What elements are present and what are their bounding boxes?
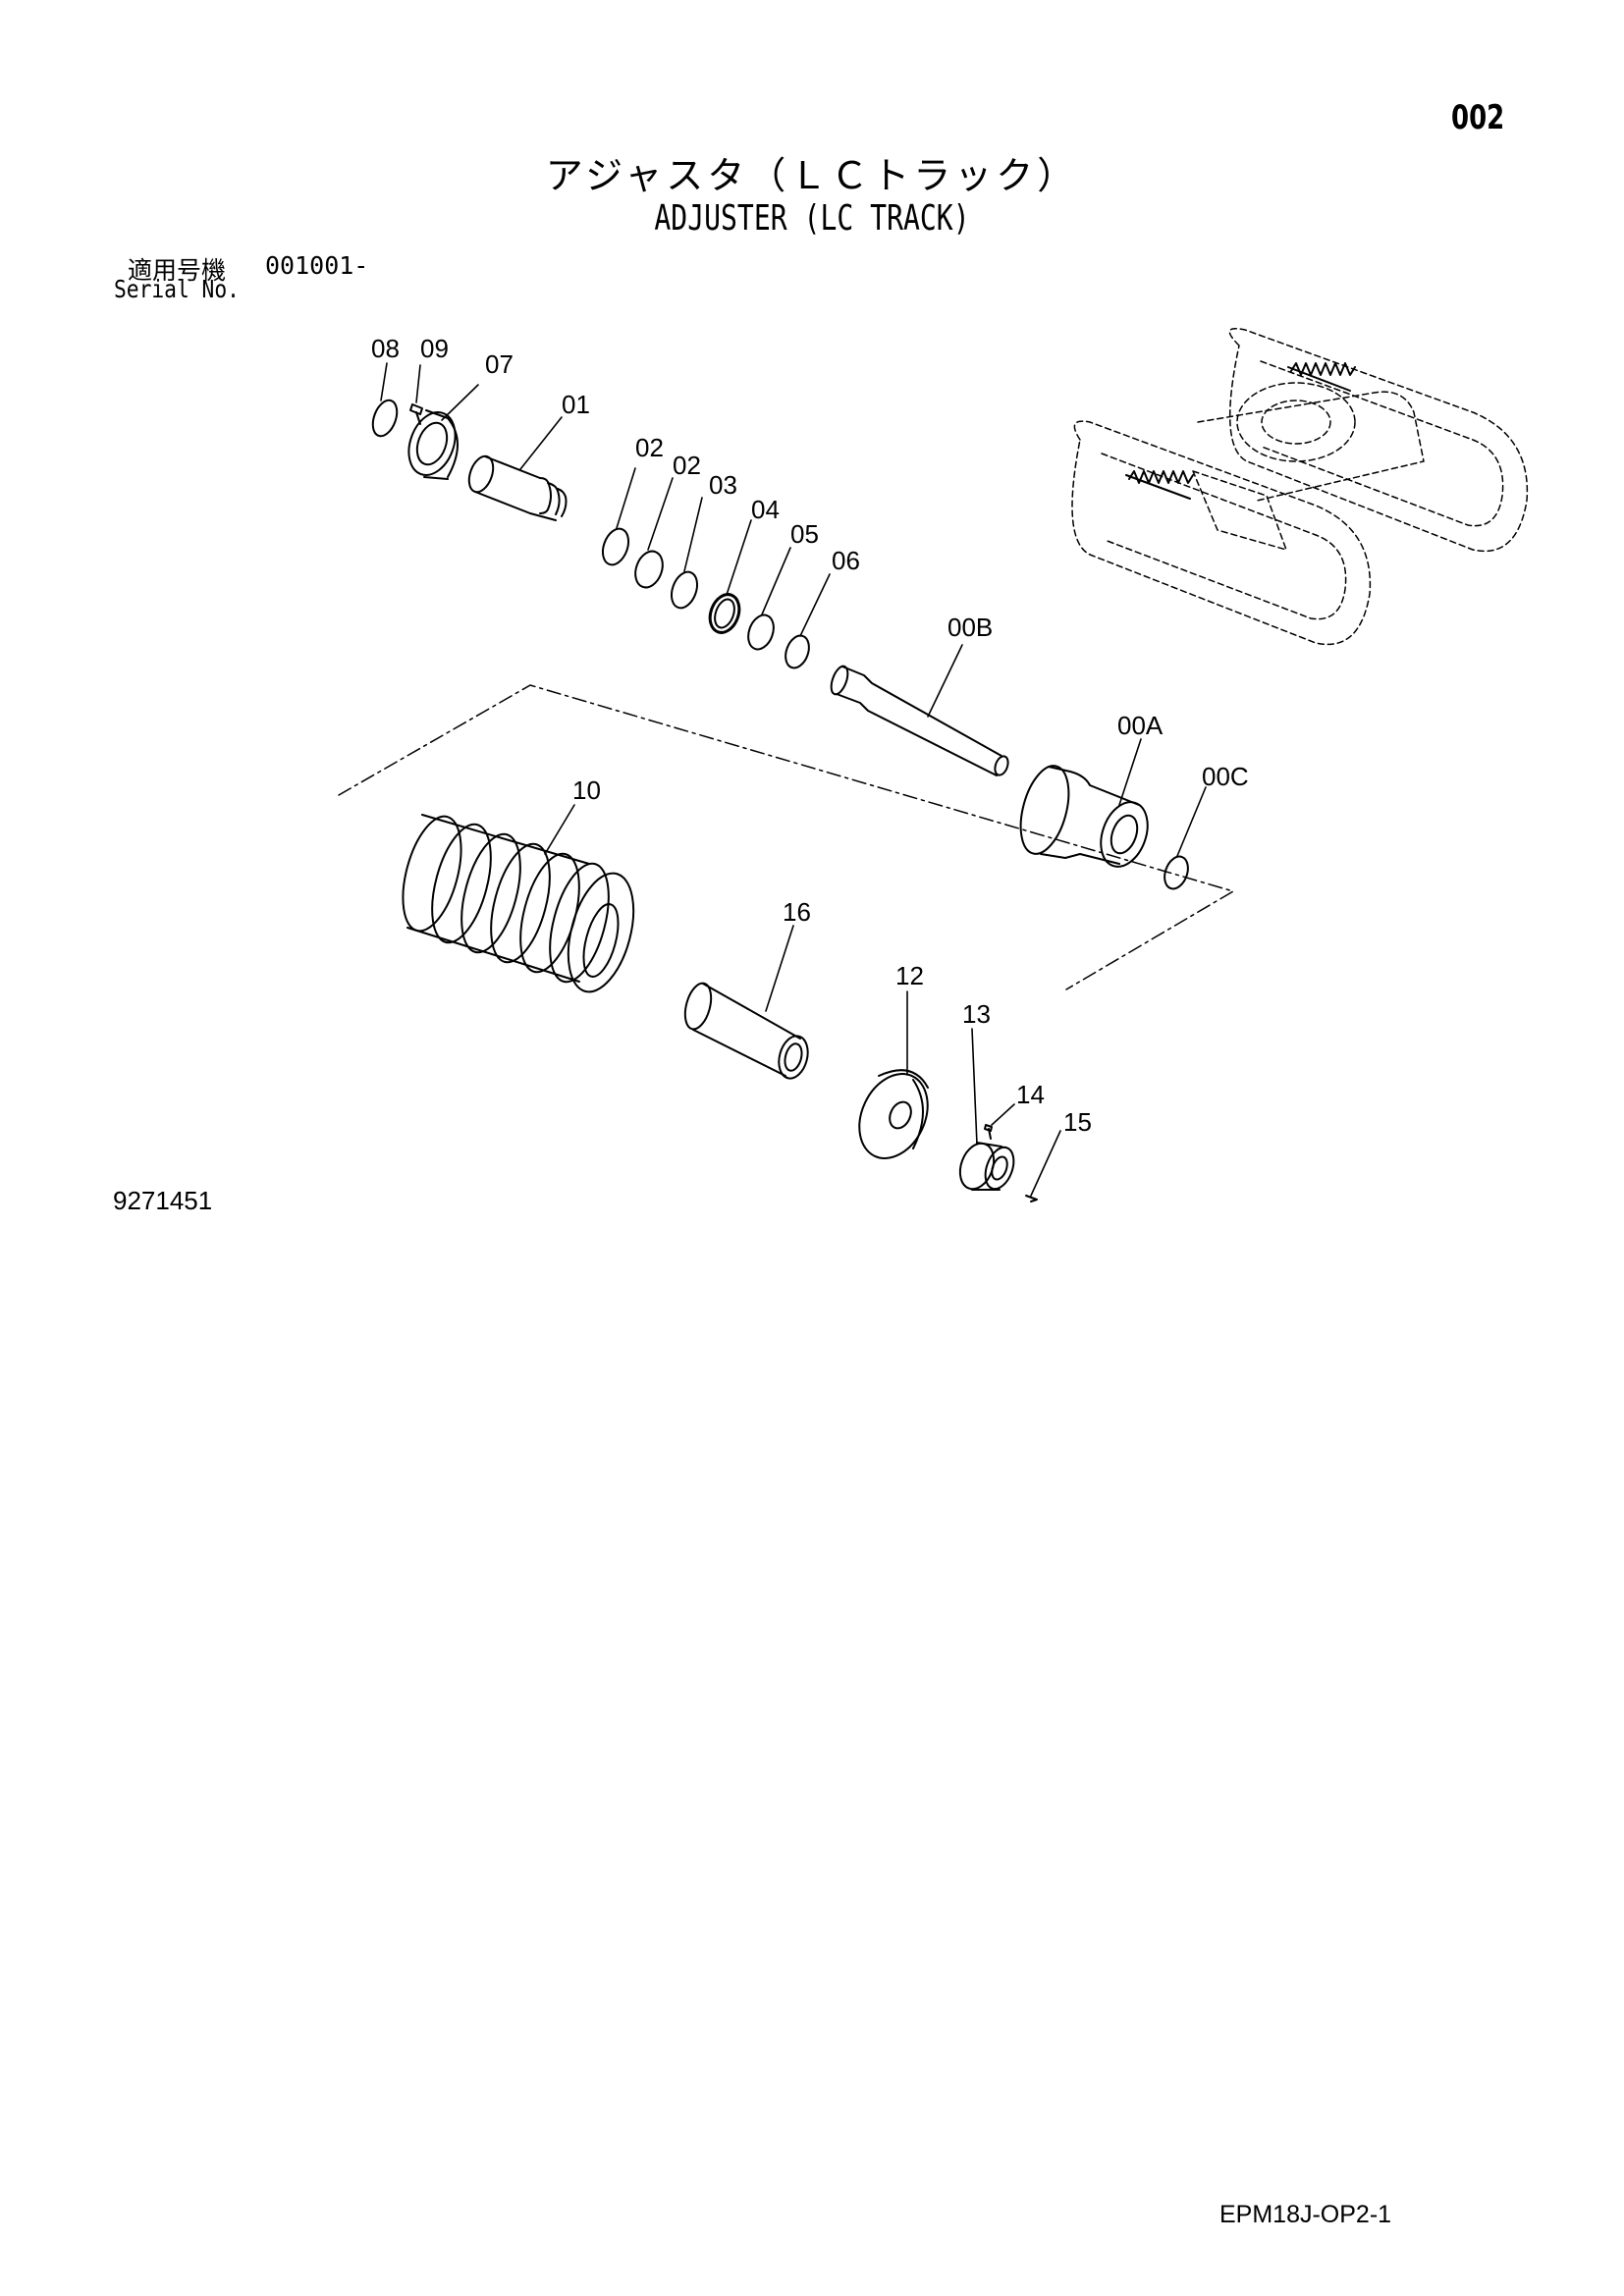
page-number: 002 xyxy=(1451,98,1505,137)
callout-05: 05 xyxy=(790,519,819,549)
callout-08: 08 xyxy=(371,334,400,363)
callout-04: 04 xyxy=(751,495,780,524)
callout-03: 03 xyxy=(709,470,737,500)
callout-09: 09 xyxy=(420,334,449,363)
callout-16: 16 xyxy=(783,897,811,927)
callout-06: 06 xyxy=(832,546,860,575)
part-02-ring-a xyxy=(601,527,630,566)
part-01-rod xyxy=(467,454,568,521)
part-00c-o-ring xyxy=(1164,855,1189,890)
inset-spring-lower xyxy=(1125,470,1194,500)
callout-01: 01 xyxy=(562,390,590,419)
part-05-ring xyxy=(747,614,775,651)
part-08-o-ring xyxy=(371,399,399,438)
callout-14: 14 xyxy=(1016,1080,1045,1109)
callout-00b: 00B xyxy=(947,613,993,642)
callout-02a: 02 xyxy=(635,433,664,462)
page-title-jp: アジャスタ（ＬＣトラック） xyxy=(545,154,1079,197)
track-frame-inset xyxy=(1071,328,1529,646)
drawing-id: 9271451 xyxy=(113,1186,213,1215)
callout-07: 07 xyxy=(485,349,514,379)
part-12-bracket xyxy=(858,1069,929,1159)
assembly-boundary xyxy=(338,684,1234,990)
callout-13: 13 xyxy=(962,999,991,1029)
page-title-en: ADJUSTER (LC TRACK) xyxy=(654,198,970,239)
part-02-ring-b xyxy=(634,550,664,589)
callout-00c: 00C xyxy=(1202,762,1249,791)
document-code: EPM18J-OP2-1 xyxy=(1219,2201,1392,2228)
serial-label-en: Serial No. xyxy=(114,275,240,303)
leader-lines xyxy=(380,362,1207,1197)
callout-15: 15 xyxy=(1063,1107,1092,1137)
part-06-ring xyxy=(785,634,810,669)
part-00b-piston-rod xyxy=(830,665,1009,776)
part-10-spring xyxy=(402,814,635,993)
part-14-bolt xyxy=(984,1124,993,1140)
callout-10: 10 xyxy=(572,775,601,805)
part-07-cylinder-head xyxy=(407,409,459,480)
part-00a-cylinder xyxy=(1019,765,1149,868)
callout-00a: 00A xyxy=(1117,711,1164,740)
callout-02b: 02 xyxy=(673,451,701,480)
serial-label-jp: 適用号機 xyxy=(128,256,227,285)
part-16-spacer xyxy=(683,982,809,1080)
part-03-ring xyxy=(670,570,699,610)
inset-spring-upper xyxy=(1287,362,1356,392)
part-04-seal xyxy=(708,593,741,634)
part-13-collar xyxy=(958,1142,1015,1191)
serial-value: 001001- xyxy=(265,251,369,280)
callout-12: 12 xyxy=(895,961,924,990)
part-15-pin xyxy=(1025,1195,1038,1202)
